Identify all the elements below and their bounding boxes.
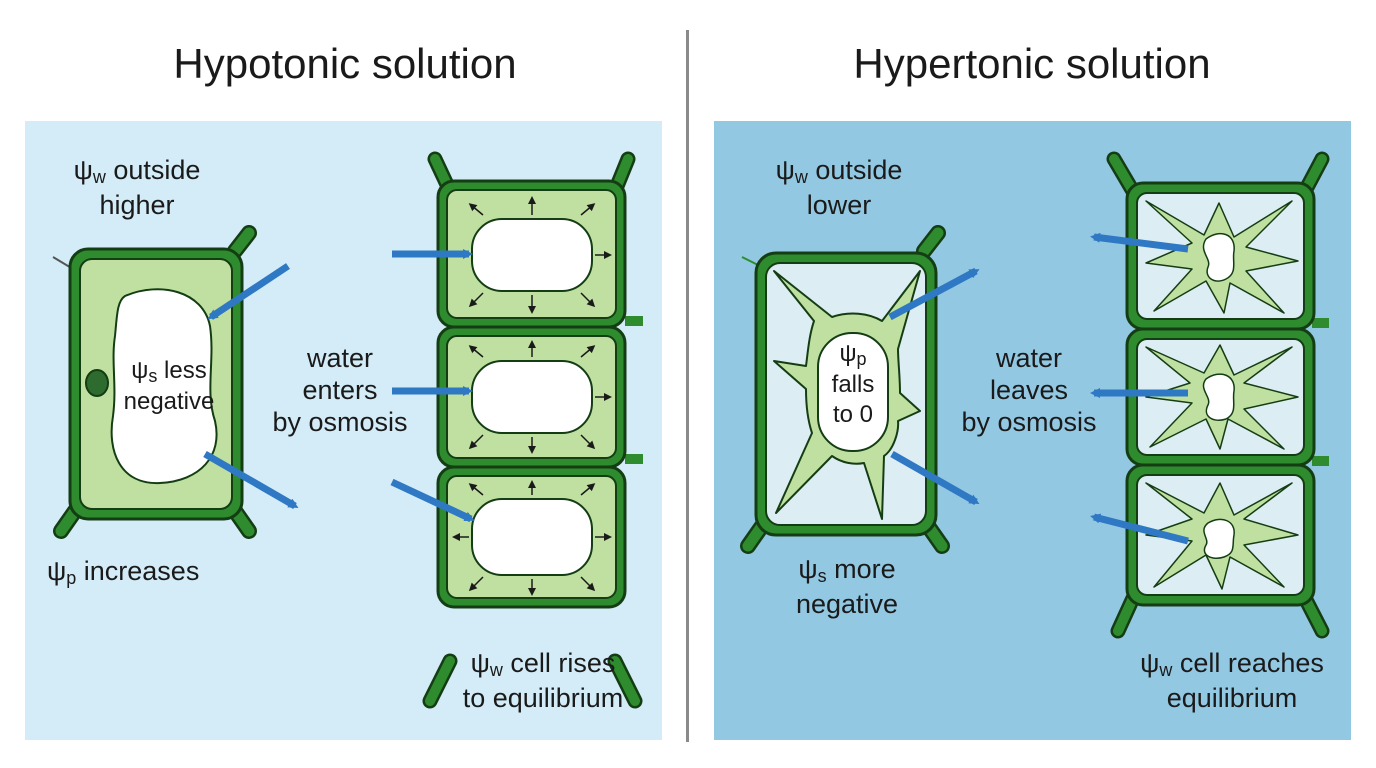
label-psi-p-increases: ψp increases bbox=[47, 556, 200, 588]
panel-hypotonic: ψw outside higher ψs less negative ψp in… bbox=[25, 121, 662, 740]
title-hypertonic: Hypertonic solution bbox=[853, 40, 1211, 87]
hypertonic-diagram bbox=[740, 151, 1330, 639]
hypotonic-diagram bbox=[52, 151, 643, 709]
label-psi-s-less-negative: ψs less negative bbox=[123, 357, 215, 415]
turgid-cell-stack bbox=[422, 151, 643, 709]
plasmolysed-cell-stack bbox=[1106, 151, 1330, 639]
label-psi-w-cell-rises: ψw cell rises to equilibrium bbox=[462, 648, 624, 713]
label-psi-w-outside-higher: ψw outside higher bbox=[73, 155, 201, 220]
label-psi-w-cell-reaches: ψw cell reaches equilibrium bbox=[1140, 648, 1324, 713]
label-psi-w-outside-lower: ψw outside lower bbox=[775, 155, 903, 220]
panel-hypertonic: ψw outside lower ψp falls to 0 ψs more n… bbox=[714, 121, 1351, 740]
title-hypotonic: Hypotonic solution bbox=[173, 40, 517, 87]
label-water-enters: water enters by osmosis bbox=[272, 343, 408, 437]
plasmolysed-cell bbox=[740, 225, 950, 554]
label-water-leaves: water leaves by osmosis bbox=[961, 343, 1097, 437]
label-psi-s-more-negative: ψs more negative bbox=[795, 554, 899, 619]
center-divider bbox=[686, 30, 689, 742]
turgid-cell bbox=[52, 225, 257, 539]
label-psi-p-falls-to-0: ψp falls to 0 bbox=[831, 340, 875, 428]
